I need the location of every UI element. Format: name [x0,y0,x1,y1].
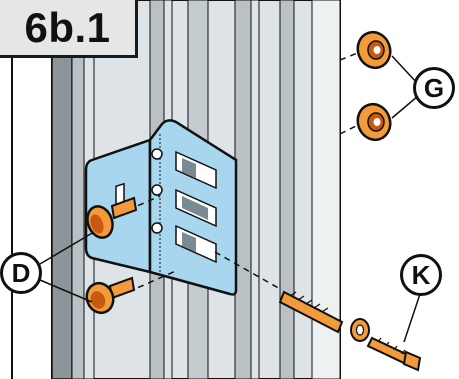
callout-leaders [39,55,421,343]
callout-k-label: K [411,259,431,290]
callout-g: G [413,67,455,109]
lag-screw [366,336,422,372]
step-number-badge: 6b.1 [0,0,138,58]
bolt-lower [85,276,136,315]
callout-d-label: D [11,257,31,288]
callout-g-label: G [423,72,445,103]
callout-k: K [400,254,442,296]
washer [350,318,370,342]
callout-d: D [0,252,42,294]
wall-anchor [278,290,344,334]
nut-upper [356,30,392,70]
step-number: 6b.1 [24,3,111,51]
nut-lower [356,102,392,142]
bolt-upper [86,196,138,239]
